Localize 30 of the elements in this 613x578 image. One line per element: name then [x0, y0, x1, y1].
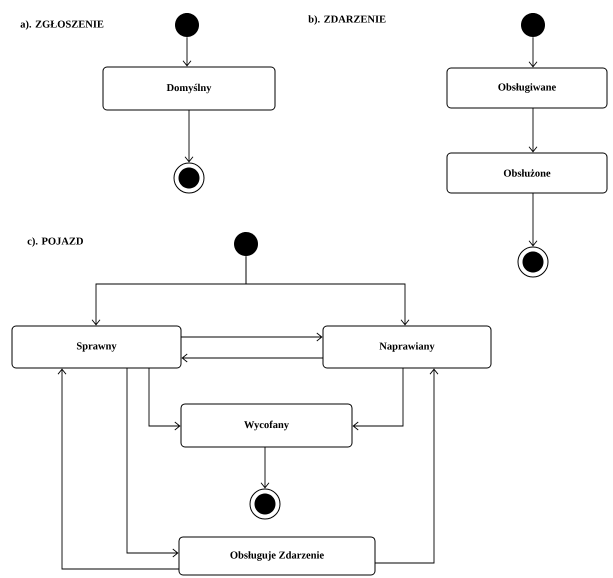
arrow	[58, 368, 179, 570]
end-bullseye	[518, 246, 548, 278]
arrow	[184, 110, 194, 162]
arrow	[182, 354, 323, 362]
arrow	[528, 36, 538, 68]
arrow	[528, 108, 538, 152]
end-bullseye	[250, 488, 280, 520]
arrow	[352, 368, 404, 430]
arrow	[126, 368, 178, 558]
arrow	[181, 332, 322, 342]
arrow	[246, 256, 410, 326]
start-dot	[234, 232, 258, 256]
state-box: Obsługuje Zdarzenie	[178, 536, 376, 576]
arrow	[528, 193, 538, 246]
state-box: Wycofany	[180, 404, 352, 448]
state-box: Obsłużone	[446, 152, 608, 194]
start-dot	[175, 13, 199, 37]
start-dot	[521, 13, 545, 37]
state-box: Obsługiwane	[446, 68, 608, 108]
state-box: Naprawiany	[322, 326, 492, 368]
state-box: Sprawny	[12, 326, 182, 368]
state-box: Domyślny	[102, 66, 276, 110]
arrow	[260, 447, 270, 488]
arrow	[148, 368, 180, 430]
diagram-heading: a). ZGŁOSZENIE	[20, 20, 104, 30]
diagram-heading: b). ZDARZENIE	[308, 15, 386, 25]
arrow	[182, 36, 192, 66]
end-bullseye	[174, 162, 204, 194]
diagram-heading: c). POJAZD	[28, 237, 83, 247]
arrow	[375, 368, 438, 564]
